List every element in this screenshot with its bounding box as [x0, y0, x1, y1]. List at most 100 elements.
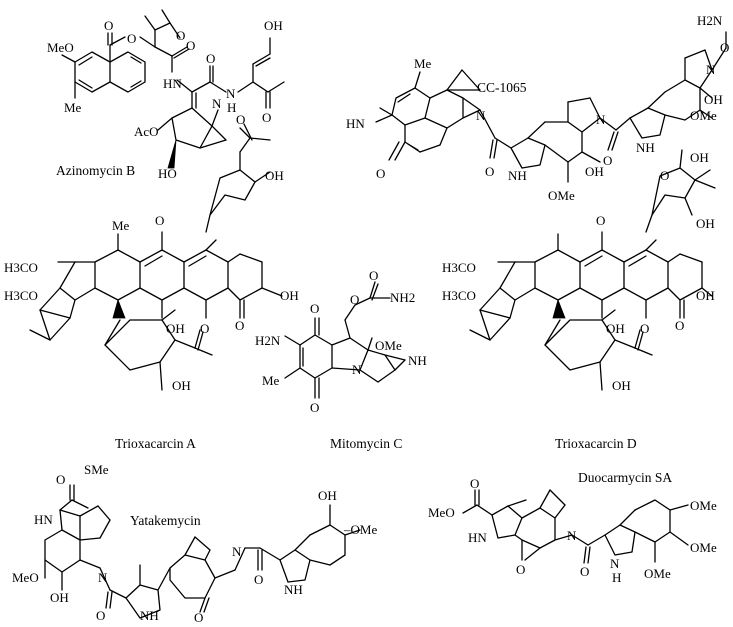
trioxacarcin-a-structure: O Me H3CO H3CO OH O O OH OH OH O Trioxac…	[4, 112, 299, 451]
atom-oh: OH	[696, 216, 715, 231]
atom-ome: OMe	[644, 566, 671, 581]
atom-oh: OH	[704, 92, 723, 107]
atom-o: O	[262, 110, 271, 125]
atom-o: O	[603, 153, 612, 168]
atom-meo: MeO	[47, 40, 74, 55]
yatakemycin-structure: SMe O HN MeO OH N O NH O N O NH OH –OMe …	[12, 462, 377, 625]
atom-n: N	[98, 570, 108, 585]
mitomycin-c-structure: H2N Me O O O O NH2 OMe NH N Mitomycin C	[255, 268, 427, 451]
atom-aco: AcO	[134, 124, 159, 139]
atom-o: O	[376, 166, 385, 181]
caption-azinomycin-b: Azinomycin B	[56, 163, 135, 178]
atom-me: Me	[262, 373, 280, 388]
atom-n: N	[352, 362, 362, 377]
atom-o: O	[104, 18, 113, 33]
atom-oh: OH	[690, 150, 709, 165]
atom-o: O	[194, 610, 203, 625]
atom-ho: HO	[158, 166, 177, 181]
atom-hn: HN	[163, 76, 182, 91]
atom-n: N	[212, 96, 222, 111]
caption-duocarmycin-sa: Duocarmycin SA	[578, 470, 672, 485]
atom-o: O	[186, 38, 195, 53]
atom-h2n: H2N	[697, 13, 723, 28]
caption-trioxacarcin-a: Trioxacarcin A	[115, 436, 196, 451]
atom-oh: OH	[612, 378, 631, 393]
atom-o: O	[96, 608, 105, 623]
atom-n: N	[226, 86, 236, 101]
atom-o: O	[675, 318, 684, 333]
atom-nh: NH	[508, 168, 527, 183]
atom-n: N	[610, 556, 620, 571]
atom-oh: OH	[585, 164, 604, 179]
atom-o: O	[485, 164, 494, 179]
atom-o: O	[369, 268, 378, 283]
atom-nh: NH	[140, 608, 159, 623]
atom-o: O	[516, 562, 525, 577]
atom-o: O	[155, 213, 164, 228]
atom-meo: MeO	[12, 570, 39, 585]
atom-o: O	[470, 476, 479, 491]
atom-n: N	[476, 108, 486, 123]
atom-oh: OH	[172, 378, 191, 393]
trioxacarcin-d-structure: O H3CO H3CO OH O O OH OH OH OH O Trioxac…	[442, 149, 716, 451]
atom-o: O	[640, 321, 649, 336]
atom-hn: HN	[346, 116, 365, 131]
caption-yatakemycin: Yatakemycin	[130, 513, 201, 528]
atom-h3co: H3CO	[4, 288, 38, 303]
atom-oh: OH	[50, 590, 69, 605]
duocarmycin-sa-structure: MeO O HN O N O N H OMe OMe OMe Duocarmyc…	[428, 470, 717, 585]
atom-ome: OMe	[690, 498, 717, 513]
atom-oh: OH	[166, 321, 185, 336]
atom-nh: NH	[408, 353, 427, 368]
atom-ome: OMe	[548, 188, 575, 203]
atom-oh: OH	[606, 321, 625, 336]
atom-o: O	[660, 168, 669, 183]
atom-ome: OMe	[375, 338, 402, 353]
atom-nh: NH	[284, 582, 303, 597]
cc-1065-structure: Me HN O N O NH OH OMe N O NH OH OMe N H2…	[346, 13, 729, 203]
atom-o: O	[596, 213, 605, 228]
atom-o: O	[580, 564, 589, 579]
atom-oh: OH	[696, 288, 715, 303]
atom-sme: SMe	[84, 462, 109, 477]
caption-mitomycin-c: Mitomycin C	[330, 436, 402, 451]
atom-o: O	[254, 572, 263, 587]
atom-o: O	[236, 112, 245, 127]
atom-hn: HN	[34, 512, 53, 527]
atom-n: N	[706, 62, 716, 77]
atom-o: O	[206, 51, 215, 66]
atom-oh: OH	[280, 288, 299, 303]
atom-h: H	[227, 100, 236, 115]
atom-me: Me	[112, 218, 130, 233]
atom-o: O	[720, 40, 729, 55]
atom-me: Me	[64, 100, 82, 115]
atom-o: O	[310, 400, 319, 415]
caption-trioxacarcin-d: Trioxacarcin D	[555, 436, 637, 451]
atom-h2n: H2N	[255, 333, 281, 348]
atom-ome: OMe	[690, 108, 717, 123]
azinomycin-b-structure: MeO Me O O O O HN O N H OH O AcO N HO Az…	[47, 9, 285, 181]
atom-n: N	[596, 112, 606, 127]
atom-ome: OMe	[690, 540, 717, 555]
atom-hn: HN	[468, 530, 487, 545]
atom-dash-ome: –OMe	[343, 522, 377, 537]
atom-meo: MeO	[428, 505, 455, 520]
atom-o: O	[235, 318, 244, 333]
atom-n: N	[232, 544, 242, 559]
atom-me: Me	[414, 56, 432, 71]
atom-o: O	[127, 31, 136, 46]
atom-nh: NH	[636, 140, 655, 155]
atom-h3co: H3CO	[4, 260, 38, 275]
atom-o: O	[176, 28, 185, 43]
atom-h3co: H3CO	[442, 288, 476, 303]
atom-o: O	[56, 472, 65, 487]
atom-n: N	[567, 528, 577, 543]
atom-o: O	[350, 292, 359, 307]
atom-oh: OH	[265, 168, 284, 183]
atom-oh: OH	[264, 18, 283, 33]
atom-nh2: NH2	[390, 290, 415, 305]
caption-cc-1065: CC-1065	[477, 80, 527, 95]
atom-o: O	[200, 321, 209, 336]
atom-oh: OH	[318, 488, 337, 503]
